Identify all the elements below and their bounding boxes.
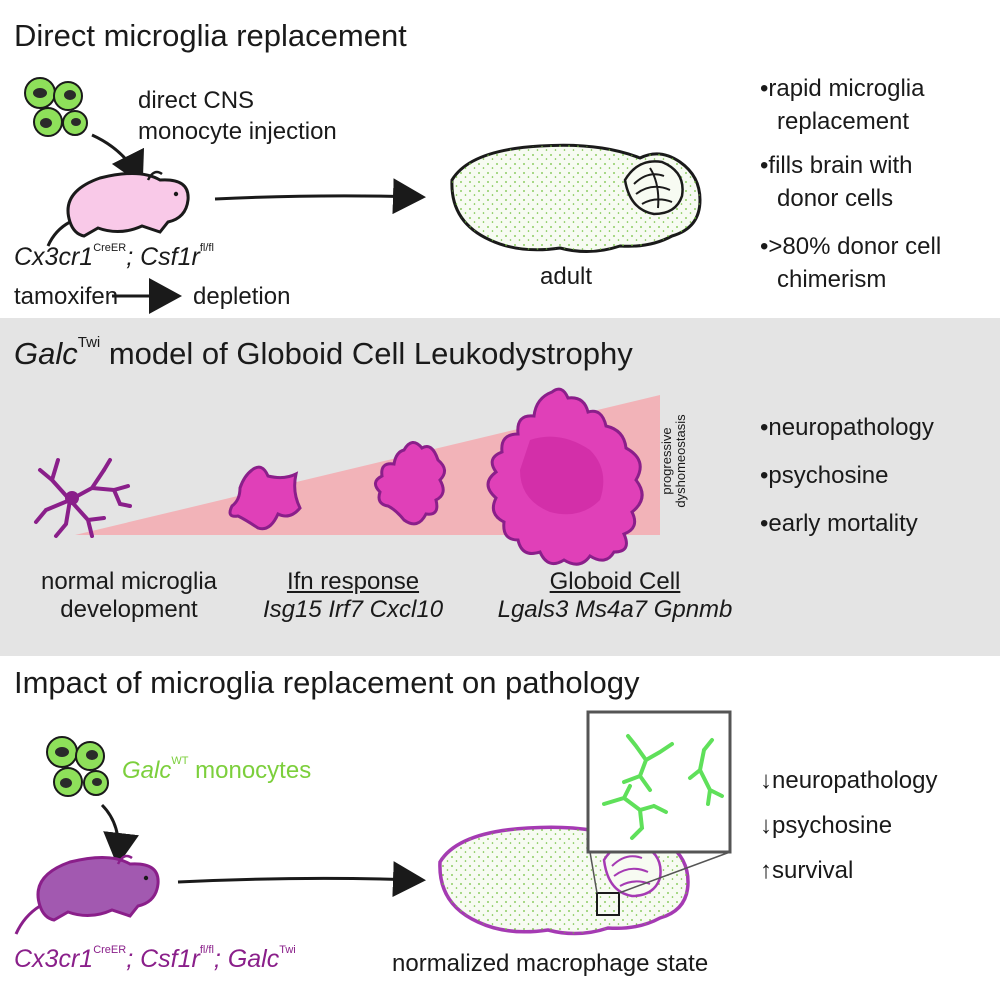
depletion-label: depletion — [193, 283, 291, 310]
bullet-dot: • — [760, 75, 769, 102]
section3-outcomes: ↓neuropathology ↓psychosine ↑survival — [760, 758, 937, 893]
outcome-psychosine: ↓psychosine — [760, 812, 893, 839]
donor-monocyte-cluster-bottom — [46, 736, 109, 797]
injection-label-line2: monocyte injection — [138, 118, 337, 145]
donor-rest: monocytes — [188, 757, 312, 784]
section1-genotype: Cx3cr1CreER; Csf1rfl/fl — [14, 243, 214, 272]
section2-bullet-3: •early mortality — [760, 510, 918, 537]
bullet-dot: • — [760, 152, 769, 179]
injection-label-line1: direct CNS — [138, 87, 255, 114]
pink-mouse-pup — [46, 170, 190, 247]
stage2-label: Ifn response Isg15 Irf7 Cxcl10 — [242, 568, 464, 624]
stage1-label: normal microglia development — [40, 568, 218, 623]
section2-bullets: •neuropathology •psychosine •early morta… — [760, 404, 934, 548]
zoom-inset — [586, 710, 732, 894]
maturation-arrow-top — [214, 178, 426, 215]
section3-title: Impact of microglia replacement on patho… — [14, 665, 640, 700]
section1-title: Direct microglia replacement — [14, 18, 407, 53]
adult-label: adult — [540, 263, 593, 290]
genotype-csf1r-sup: fl/fl — [199, 242, 214, 254]
up-arrow-icon: ↑ — [760, 857, 772, 884]
injection-arrow-bottom — [100, 803, 139, 866]
section2-title-sup: Twi — [77, 334, 101, 351]
stage3-genes: Lgals3 Ms4a7 Gpnmb — [497, 596, 733, 623]
section2-title-gene: Galc — [14, 336, 78, 371]
genotype-separator: ; — [126, 243, 141, 271]
section2-title: GalcTwi model of Globoid Cell Leukodystr… — [14, 334, 633, 372]
outcome-neuropathology: ↓neuropathology — [760, 767, 938, 794]
section1-bullet-1: •rapid microglia replacement — [760, 75, 925, 135]
wedge-label: progressive dyshomeostasis — [659, 414, 688, 508]
section2-title-rest: model of Globoid Cell Leukodystrophy — [100, 336, 633, 371]
section2-bullet-1: •neuropathology — [760, 414, 934, 441]
section2-bullet-2: •psychosine — [760, 462, 889, 489]
donor-gene-sup: WT — [171, 755, 189, 767]
tamoxifen-label: tamoxifen — [14, 283, 119, 310]
twi-brain-normalized — [438, 825, 690, 936]
twi-mouse-pup — [14, 854, 160, 935]
adult-brain-donor-filled — [450, 143, 702, 253]
donor-gene: Galc — [122, 757, 172, 784]
ifn-response-microglia — [228, 465, 302, 531]
donor-monocyte-cluster-top — [24, 77, 88, 137]
activated-microglia — [374, 441, 446, 526]
genotype-cx3cr1-sup: CreER — [93, 242, 127, 254]
normalized-state-label: normalized macrophage state — [392, 950, 709, 977]
stage3-label: Globoid Cell Lgals3 Ms4a7 Gpnmb — [470, 568, 760, 624]
stage2-header: Ifn response — [286, 568, 420, 595]
maturation-arrow-bottom — [177, 861, 426, 898]
section3-genotype: Cx3cr1CreER; Csf1rfl/fl; GalcTwi — [14, 944, 296, 974]
section1-bullet-3: •>80% donor cell chimerism — [760, 233, 942, 293]
stage2-genes: Isg15 Irf7 Cxcl10 — [262, 596, 444, 623]
genotype-cx3cr1: Cx3cr1 — [14, 243, 94, 271]
down-arrow-icon: ↓ — [760, 812, 772, 839]
stage3-header: Globoid Cell — [549, 568, 681, 595]
section1-bullet-2: •fills brain with donor cells — [760, 152, 913, 212]
normal-microglia-ramified — [34, 458, 132, 538]
bullet-dot: • — [760, 233, 769, 260]
outcome-survival: ↑survival — [760, 857, 854, 884]
donor-monocytes-label: GalcWT monocytes — [122, 755, 312, 785]
down-arrow-icon: ↓ — [760, 767, 772, 794]
genotype-csf1r: Csf1r — [140, 243, 200, 271]
